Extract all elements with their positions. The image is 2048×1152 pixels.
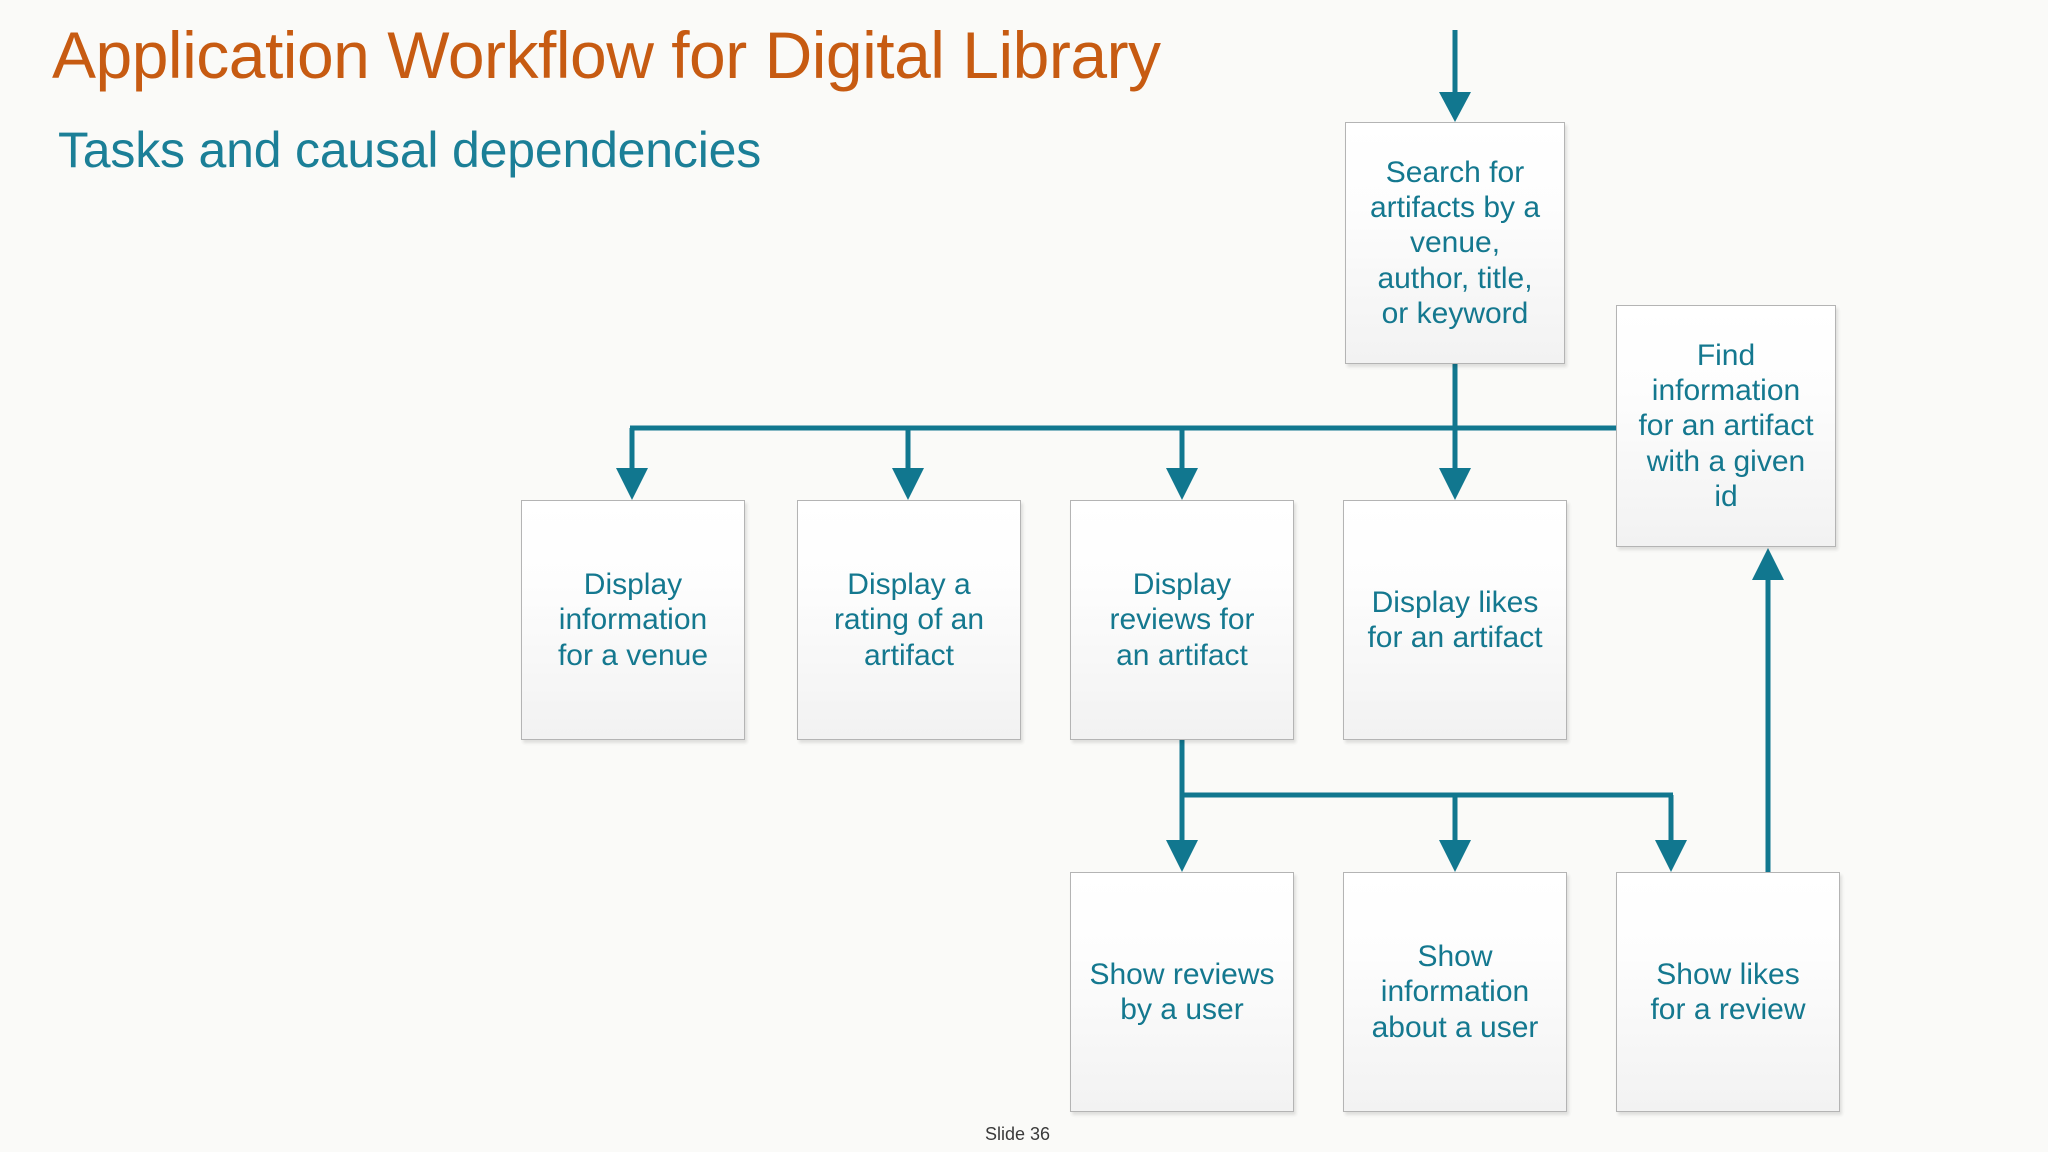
page-title: Application Workflow for Digital Library bbox=[52, 18, 1161, 92]
node-display-artifact-likes[interactable]: Display likes for an artifact bbox=[1343, 500, 1567, 740]
edge-entry-to-search bbox=[1439, 30, 1471, 122]
edge-bus-to-display-venue-info bbox=[616, 428, 648, 500]
edge-bus-to-display-artifact-likes bbox=[1439, 428, 1471, 500]
node-find-artifact-by-id[interactable]: Find information for an artifact with a … bbox=[1616, 305, 1836, 547]
edge-review-likes-to-findbyid bbox=[1752, 548, 1784, 872]
edge-bus-to-display-artifact-rating bbox=[892, 428, 924, 500]
node-display-venue-info[interactable]: Display information for a venue bbox=[521, 500, 745, 740]
node-display-artifact-reviews[interactable]: Display reviews for an artifact bbox=[1070, 500, 1294, 740]
node-show-review-likes[interactable]: Show likes for a review bbox=[1616, 872, 1840, 1112]
page-subtitle: Tasks and causal dependencies bbox=[58, 122, 762, 178]
node-show-user-reviews[interactable]: Show reviews by a user bbox=[1070, 872, 1294, 1112]
edge-bus-to-show-review-likes bbox=[1655, 795, 1687, 872]
node-search-artifacts[interactable]: Search for artifacts by a venue, author,… bbox=[1345, 122, 1565, 364]
edge-bus-to-display-artifact-reviews bbox=[1166, 428, 1198, 500]
node-show-user-info[interactable]: Show information about a user bbox=[1343, 872, 1567, 1112]
slide-number: Slide 36 bbox=[985, 1124, 1051, 1144]
edge-bus-to-show-user-reviews bbox=[1166, 795, 1198, 872]
edge-bus-to-show-user-info bbox=[1439, 795, 1471, 872]
node-display-artifact-rating[interactable]: Display a rating of an artifact bbox=[797, 500, 1021, 740]
